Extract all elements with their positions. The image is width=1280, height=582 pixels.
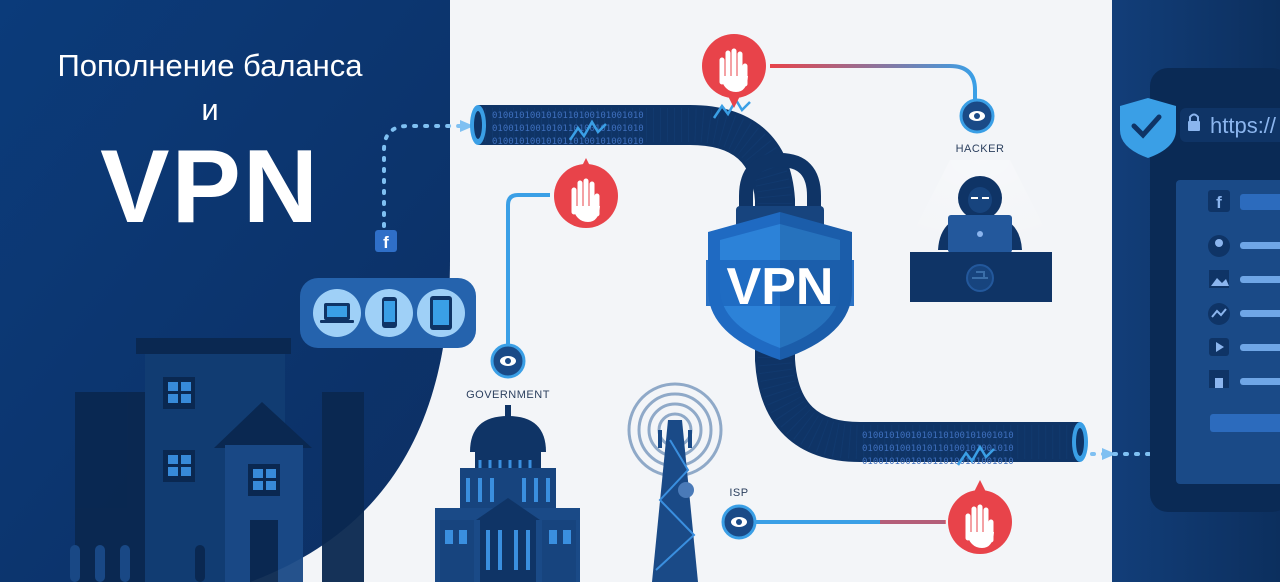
user-icon: [1208, 235, 1230, 257]
phone-icon: [382, 297, 397, 328]
binary-row-6: 0100101001010110100101001010: [862, 457, 1014, 467]
hacker-figure: [900, 160, 1060, 302]
facebook-icon: f: [1208, 190, 1230, 212]
svg-text:f: f: [383, 233, 389, 252]
banner-title-line-1: Пополнение баланса: [57, 48, 363, 83]
play-icon: [1209, 338, 1229, 356]
eye-icon: [959, 98, 995, 134]
stop-hand-icon: [948, 480, 1012, 554]
messenger-icon: [1208, 303, 1230, 325]
vpn-shield: VPN: [706, 212, 854, 360]
crack-marks: [568, 97, 995, 466]
binary-row-5: 0100101001010110100101001010: [862, 444, 1014, 454]
eye-icon: [721, 504, 757, 540]
house-silhouette: [70, 338, 364, 582]
tablet-icon: [430, 296, 452, 330]
binary-row-4: 0100101001010110100101001010: [862, 431, 1014, 441]
lock-icon: [1188, 113, 1200, 131]
hacker-connector: [770, 64, 977, 110]
browser-window: https:// f: [1120, 68, 1280, 512]
image-icon: [1209, 270, 1229, 288]
government-label: GOVERNMENT: [466, 389, 550, 401]
government-connector: [506, 193, 550, 358]
binary-row-1: 0100101001010110100101001010: [492, 111, 644, 121]
stop-hand-icon: [702, 34, 766, 108]
hacker-label: HACKER: [956, 143, 1005, 155]
stop-hand-icon: [554, 158, 618, 228]
shop-icon: [1209, 370, 1229, 388]
binary-row-2: 0100101001010110100101001010: [492, 124, 644, 134]
eye-icon: [490, 343, 526, 379]
isp-tower: [627, 382, 723, 582]
vpn-shield-label: VPN: [727, 258, 834, 316]
banner-title-vpn: VPN: [100, 129, 320, 245]
government-building: [435, 405, 580, 582]
data-tunnel: 0100101001010110100101001010 01001010010…: [470, 105, 1088, 467]
url-bar-text: https://: [1210, 113, 1277, 138]
binary-row-3: 0100101001010110100101001010: [492, 137, 644, 147]
isp-label: ISP: [729, 487, 748, 499]
svg-text:f: f: [1216, 193, 1222, 212]
dotted-connector: [382, 124, 464, 250]
facebook-icon: f: [375, 230, 397, 252]
banner-title-line-2: и: [201, 92, 219, 127]
devices-pill: [300, 278, 476, 348]
shield-check-icon: [1120, 98, 1176, 158]
laptop-icon: [320, 303, 354, 323]
